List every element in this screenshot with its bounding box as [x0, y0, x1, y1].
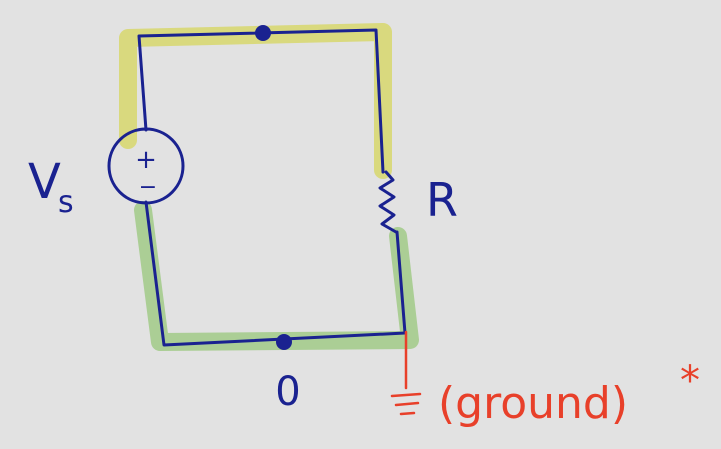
- source-minus-sign: −: [139, 175, 157, 200]
- ground-label: (ground): [438, 378, 628, 429]
- wire-bottom: [144, 200, 407, 347]
- bottom-node-dot: [276, 334, 292, 350]
- wire-top-left: [137, 28, 385, 174]
- voltage-source-symbol: [107, 127, 185, 205]
- bottom-node-highlight: [134, 201, 419, 351]
- source-plus-sign: +: [135, 145, 157, 175]
- source-label-subscript: s: [58, 185, 74, 220]
- source-label: V: [28, 154, 61, 210]
- ground-asterisk: *: [680, 358, 700, 404]
- resistor-label: R: [426, 173, 458, 227]
- top-node-highlight: [119, 23, 392, 179]
- ground-icon: [390, 392, 422, 416]
- top-node-dot: [255, 25, 271, 41]
- resistor-symbol: [378, 170, 398, 234]
- bottom-node-label: 0: [275, 369, 300, 415]
